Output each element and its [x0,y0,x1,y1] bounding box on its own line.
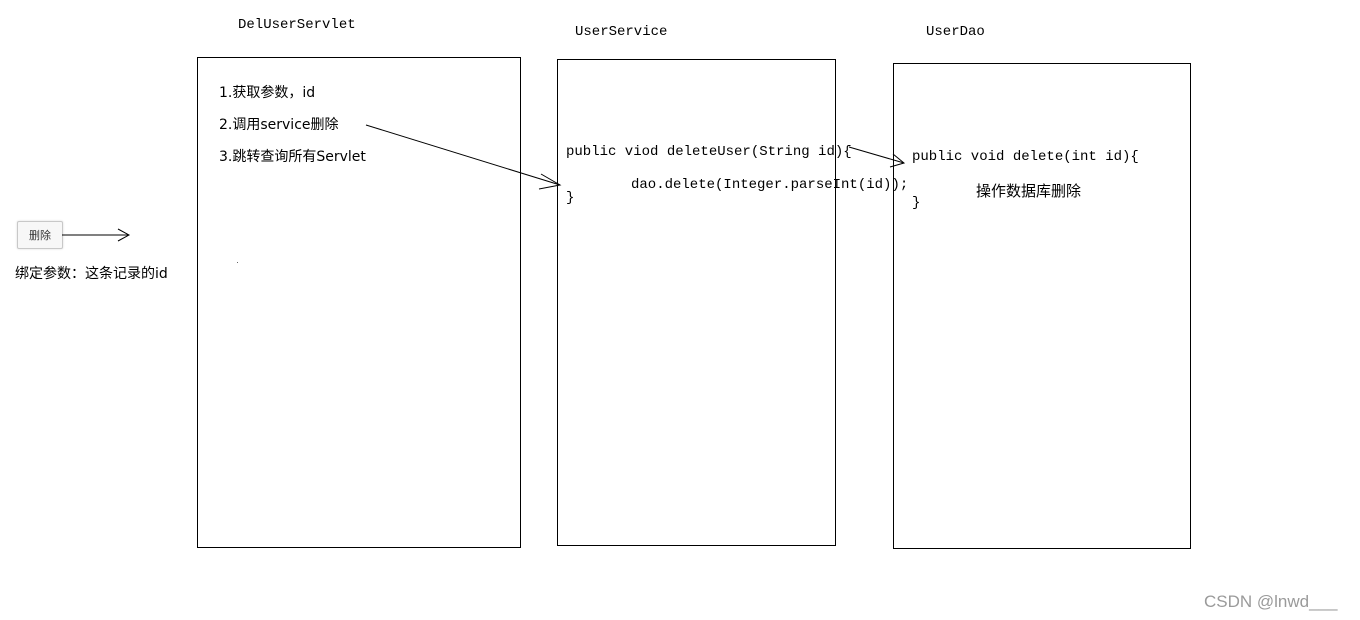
dao-title: UserDao [926,24,985,40]
watermark-text: CSDN @lnwd___ [1204,592,1338,611]
service-code-body: dao.delete(Integer.parseInt(id)); [631,177,909,193]
servlet-box [197,57,521,548]
service-box [557,59,836,546]
dao-code-comment: 操作数据库删除 [976,182,1082,200]
servlet-title: DelUserServlet [238,17,356,33]
button-arrow [62,228,131,242]
service-code-signature: public viod deleteUser(String id){ [566,144,852,160]
dao-code-close: } [912,195,921,211]
delete-button[interactable]: 删除 [17,221,63,249]
dao-box [893,63,1191,549]
service-title: UserService [575,24,668,40]
dao-code-signature: public void delete(int id){ [912,149,1139,165]
service-code-close: } [566,190,575,206]
servlet-step-1: 1.获取参数，id [219,85,316,101]
servlet-step-2: 2.调用service删除 [219,117,339,133]
servlet-step-3: 3.跳转查询所有Servlet [219,149,366,165]
bind-param-note: 绑定参数：这条记录的id [15,266,168,282]
stray-dot [237,262,238,263]
